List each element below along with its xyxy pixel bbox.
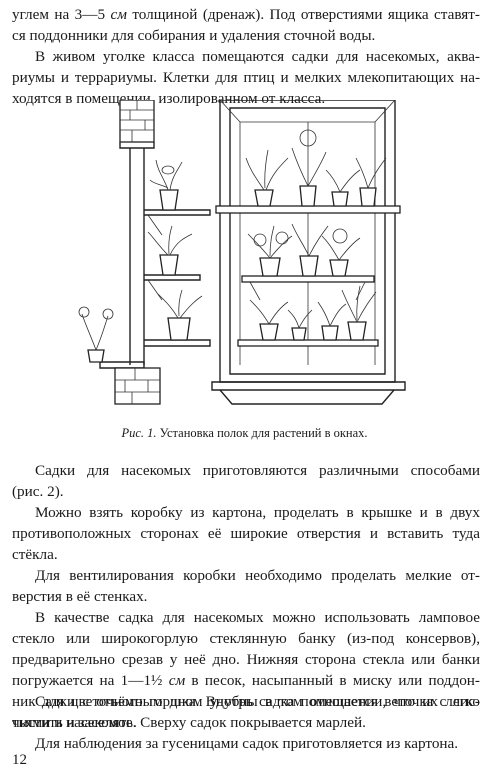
- side-shelf-unit: [78, 100, 211, 405]
- text-line: Садки с отъёмным дном удобны в том отнош…: [35, 693, 480, 710]
- body-paragraph-6: Для наблюдения за гусеницами садок приго…: [12, 733, 480, 754]
- text-line: В живом уголке класса помещаются садки д…: [35, 48, 480, 65]
- text-line: стёкла.: [12, 546, 58, 563]
- text-line: погружается на 1—1½ см в песок, насыпанн…: [12, 672, 480, 689]
- body-paragraph-1: Садки для насекомых приготовляются разли…: [12, 460, 480, 502]
- caption-text: Установка полок для растений в окнах.: [156, 426, 368, 440]
- text-line: риумы и террариумы. Клетки для птиц и ме…: [12, 69, 480, 86]
- text-line: углем на 3—5 см толщиной (дренаж). Под о…: [12, 6, 480, 23]
- window-shelves-illustration: [78, 100, 406, 405]
- body-paragraph-2: Можно взять коробку из картона, проделат…: [12, 502, 480, 565]
- body-paragraph-5: Садки с отъёмным дном удобны в том отнош…: [12, 691, 480, 733]
- body-paragraph-3: Для вентилирования коробки необходимо пр…: [12, 565, 480, 607]
- caption-label: Рис. 1.: [121, 426, 157, 440]
- top-paragraph: углем на 3—5 см толщиной (дренаж). Под о…: [12, 4, 480, 46]
- figure-caption: Рис. 1. Установка полок для растений в о…: [0, 426, 489, 441]
- text-line: В качестве садка для насекомых можно исп…: [35, 609, 480, 626]
- text-line: чистить и заселять.: [12, 714, 137, 731]
- main-window-shelves: [211, 100, 406, 405]
- text-line: ходятся в помещении, изолированном от кл…: [12, 90, 326, 107]
- text-line: тьями и насекомое. Сверху садок покрывае…: [12, 714, 366, 731]
- body-paragraph-4: В качестве садка для насекомых можно исп…: [12, 607, 480, 733]
- text-line: верстия в её стенках.: [12, 588, 148, 605]
- text-line: ник для цветочного горшка. Внутрь садка …: [12, 693, 480, 710]
- second-paragraph: В живом уголке класса помещаются садки д…: [12, 46, 480, 109]
- text-line: ся поддонники для собирания и удаления с…: [12, 27, 376, 44]
- text-line: (рис. 2).: [12, 483, 64, 500]
- text-line: Для вентилирования коробки необходимо пр…: [35, 567, 480, 584]
- text-line: Можно взять коробку из картона, проделат…: [35, 504, 480, 521]
- text-line: предварительно срезав у неё дно. Нижняя …: [12, 651, 480, 668]
- text-line: стекло или широкогорлую стеклянную банку…: [12, 630, 480, 647]
- page-number: 12: [12, 752, 27, 768]
- text-line: Для наблюдения за гусеницами садок приго…: [35, 735, 459, 752]
- text-line: противоположных сторонах её широкие отве…: [12, 525, 480, 542]
- text-line: Садки для насекомых приготовляются разли…: [35, 462, 480, 479]
